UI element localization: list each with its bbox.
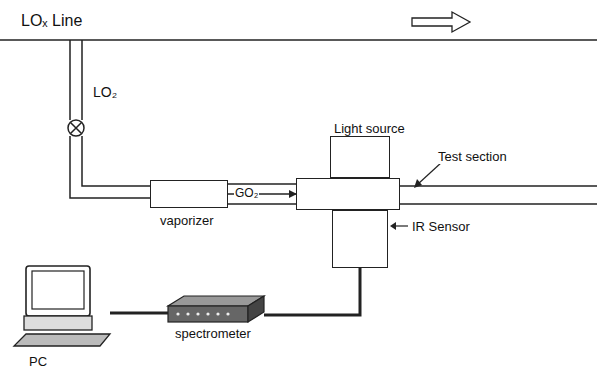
leader-line [394,225,408,226]
valve-symbol [71,123,82,134]
valve-symbol [68,120,84,136]
pc-monitor [26,266,90,316]
spectrometer-device: spectrometer [168,296,264,322]
signal-cable [264,268,360,315]
pipe-label: LO₂ [92,84,118,100]
leader-arrow [390,222,396,230]
node-label: vaporizer [159,213,214,228]
light-source-box: Light source [330,136,390,178]
node-label: Light source [333,121,406,136]
node-label: spectrometer [174,326,252,341]
lo2-pipe [82,40,150,186]
pipe-label: LOₓ Line [20,12,83,30]
vaporizer-box: vaporizer [150,180,228,208]
flow-arrow [412,12,470,32]
go2-pipe [228,183,296,185]
leader-line [418,162,442,184]
node-label: PC [28,354,48,369]
go2-pipe [228,203,296,205]
node-label: IR Sensor [411,219,471,234]
lo2-pipe [70,40,150,198]
ir-sensor-box: IR Sensor [332,210,388,268]
spectrometer-front [168,306,248,322]
lox-pipe [0,39,597,41]
spectrometer-buttons [176,312,229,315]
leader-arrow [414,179,422,188]
pc-keyboard [14,334,110,346]
test-section: Test section [296,178,400,210]
pc-device: PC [14,266,110,346]
pc-case [24,316,92,330]
signal-cable [110,312,168,315]
node-label: Test section [437,149,508,164]
pc-screen [32,271,84,309]
spectrometer-side [248,296,264,322]
edge-label: GO₂ [234,187,259,200]
outlet-pipe [400,185,597,187]
outlet-pipe [400,203,597,205]
